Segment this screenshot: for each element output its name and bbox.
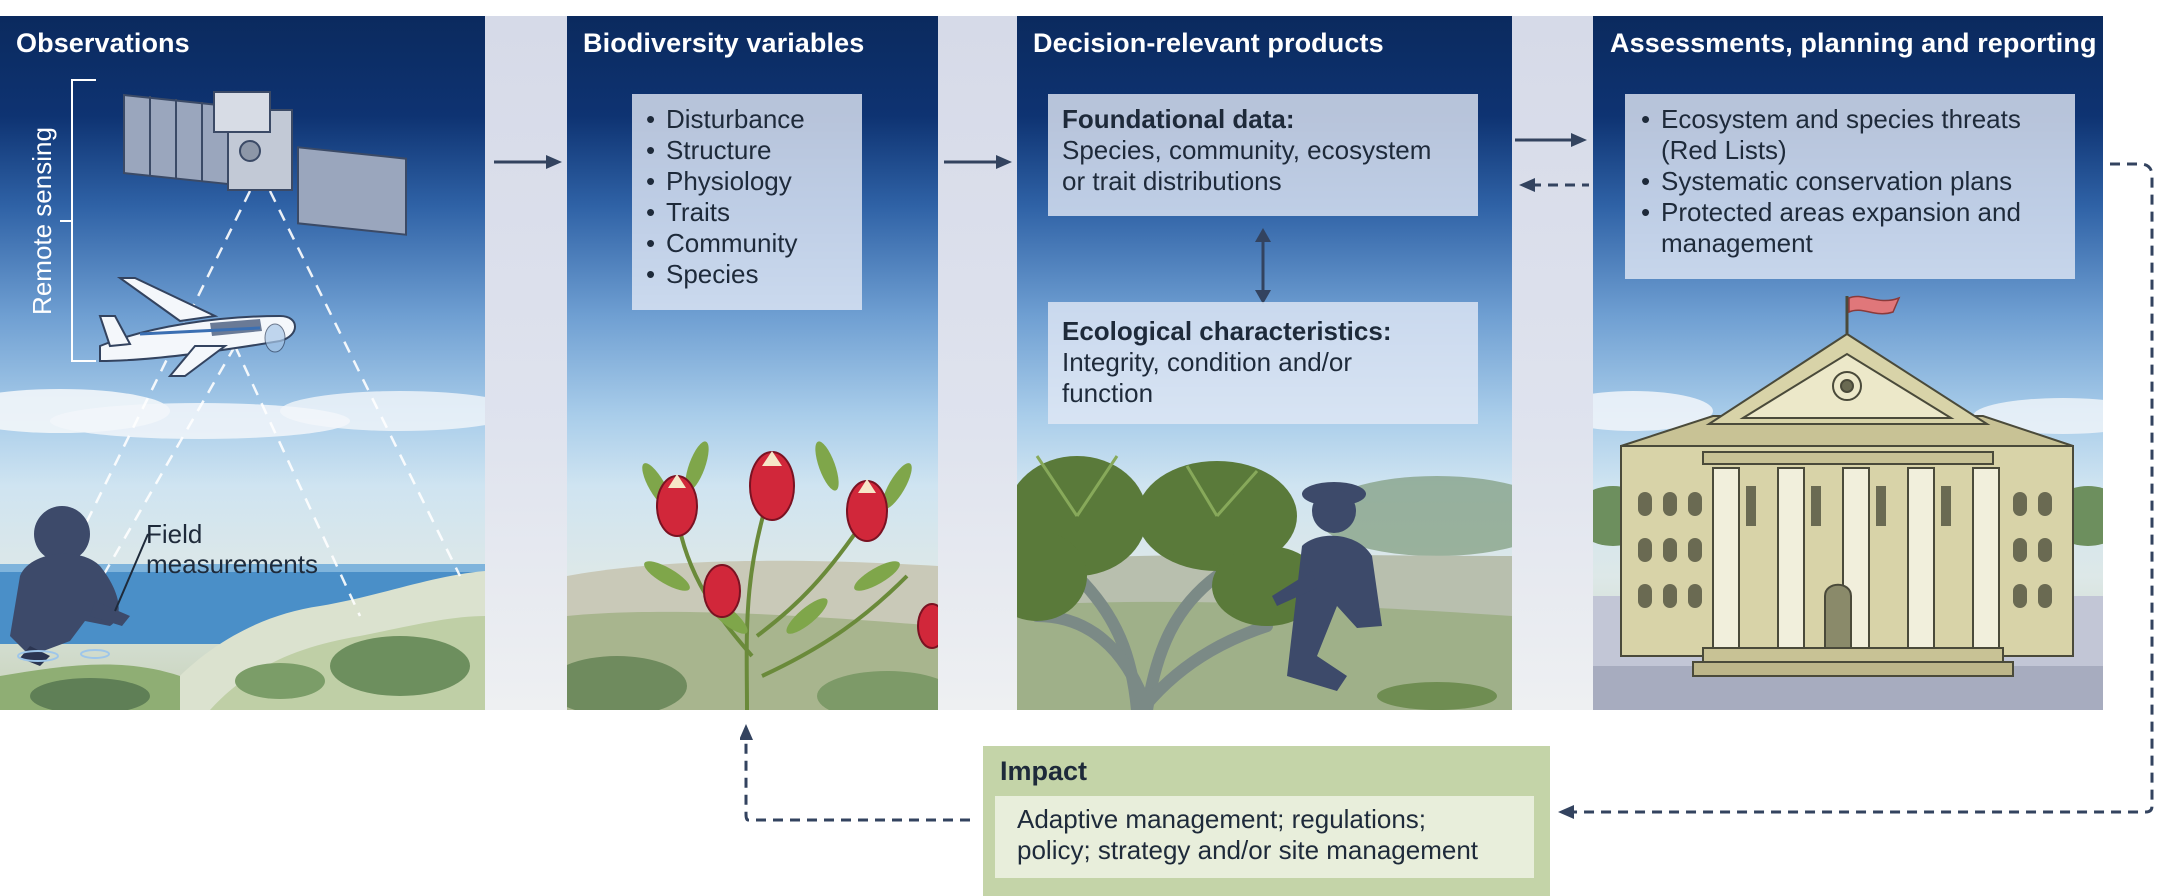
foundational-data-line2: or trait distributions: [1062, 166, 1282, 196]
variable-item: Community: [644, 228, 862, 259]
variable-item: Traits: [644, 197, 862, 228]
foundational-data-box: Foundational data: Species, community, e…: [1048, 94, 1478, 216]
panel-decision-products: Decision-relevant products Foundational …: [1017, 16, 1512, 710]
assessment-list: Ecosystem and species threats (Red Lists…: [1639, 104, 2075, 259]
impact-line2: policy; strategy and/or site management: [1017, 835, 1479, 865]
biodiversity-variables-box: Disturbance Structure Physiology Traits …: [632, 94, 862, 310]
assessment-item: Protected areas expansion and management: [1639, 197, 2075, 259]
variable-item: Species: [644, 259, 862, 290]
foundational-data-title: Foundational data:: [1062, 104, 1295, 134]
satellite-icon: [123, 91, 407, 236]
assessments-box: Ecosystem and species threats (Red Lists…: [1625, 94, 2075, 279]
variable-item: Disturbance: [644, 104, 862, 135]
feedback-loop-assessments-to-impact: [1558, 162, 2154, 819]
field-researcher-icon: [1272, 482, 1382, 691]
feedback-loop-impact-to-variables: [740, 724, 970, 822]
panel-title-observations: Observations: [16, 28, 190, 58]
panel-observations: Observations Remote sensing Field measur…: [0, 16, 485, 710]
assessment-item-line: Protected areas expansion and: [1661, 197, 2021, 227]
arrow-assessments-to-products-dashed: [1519, 178, 1589, 192]
field-measurements-label: Field measurements: [146, 519, 318, 579]
ecological-characteristics-box: Ecological characteristics: Integrity, c…: [1048, 302, 1478, 424]
ecological-characteristics-title: Ecological characteristics:: [1062, 316, 1392, 346]
separator-2: [938, 16, 1017, 710]
quiver-tree-scene: [1017, 455, 1512, 710]
panel-title-biodiversity-variables: Biodiversity variables: [583, 28, 865, 58]
double-arrow-icon: [1255, 228, 1271, 304]
protea-flower-icon: [656, 451, 938, 649]
impact-panel: Impact Adaptive management; regulations;…: [983, 746, 1550, 896]
separator-3: [1512, 16, 1593, 710]
field-label-line2: measurements: [146, 549, 318, 579]
panel-biodiversity-variables: Biodiversity variables Disturbance Struc…: [567, 16, 938, 710]
impact-description-box: Adaptive management; regulations; policy…: [995, 796, 1534, 878]
ecological-characteristics-line2: function: [1062, 378, 1154, 408]
panel-title-assessments: Assessments, planning and reporting: [1610, 28, 2097, 58]
government-building-scene: [1593, 295, 2103, 710]
assessment-item-line: (Red Lists): [1661, 135, 1787, 165]
remote-sensing-label: Remote sensing: [27, 127, 57, 315]
variable-item: Structure: [644, 135, 862, 166]
separator-1: [485, 16, 567, 710]
panel-assessments: Assessments, planning and reporting Ecos…: [1593, 16, 2103, 710]
observations-scene: [0, 79, 485, 710]
protea-scene: [567, 441, 938, 710]
arrow-variables-to-products: [944, 155, 1012, 169]
ecological-characteristics-line1: Integrity, condition and/or: [1062, 347, 1353, 377]
arrow-observations-to-variables: [494, 155, 562, 169]
airplane-icon: [98, 277, 296, 377]
variable-list: Disturbance Structure Physiology Traits …: [644, 104, 862, 290]
assessment-item-line: Ecosystem and species threats: [1661, 104, 2021, 134]
panel-title-decision-products: Decision-relevant products: [1033, 28, 1384, 58]
field-label-line1: Field: [146, 519, 203, 549]
field-researcher-icon: [10, 506, 130, 666]
flag-icon: [1848, 295, 1901, 315]
assessment-item-line: management: [1661, 228, 1813, 258]
arrow-products-to-assessments: [1515, 133, 1587, 147]
assessment-item: Ecosystem and species threats (Red Lists…: [1639, 104, 2075, 166]
impact-line1: Adaptive management; regulations;: [1017, 804, 1427, 834]
foundational-data-line1: Species, community, ecosystem: [1062, 135, 1432, 165]
impact-title: Impact: [1000, 756, 1088, 786]
variable-item: Physiology: [644, 166, 862, 197]
assessment-item: Systematic conservation plans: [1639, 166, 2075, 197]
